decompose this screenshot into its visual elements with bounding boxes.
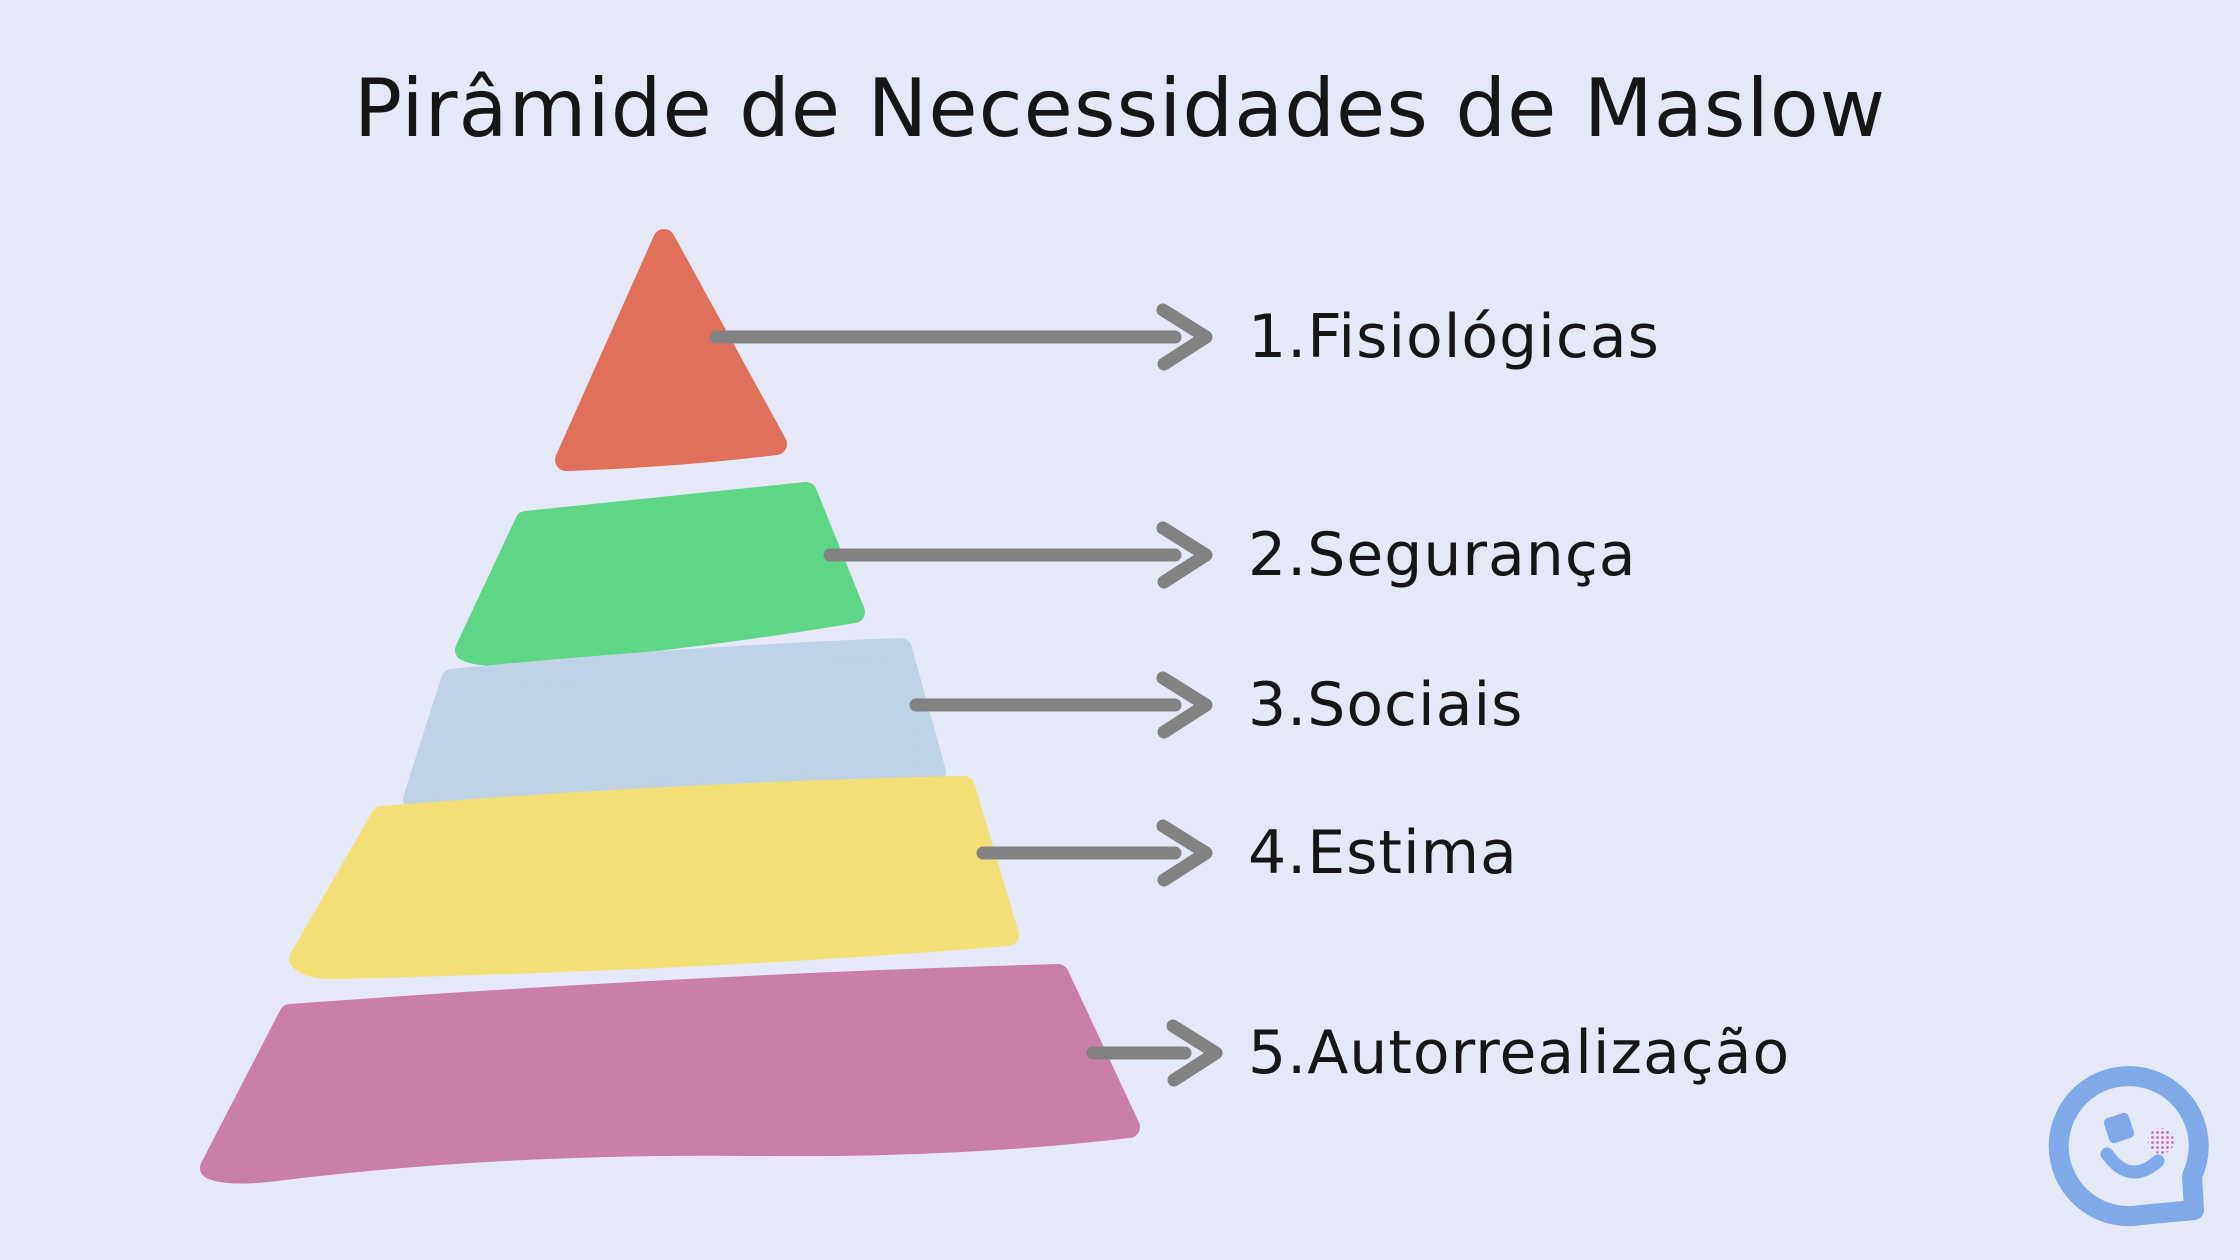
pyramid-level-2 [455,482,865,666]
page-title: Pirâmide de Necessidades de Maslow [353,62,1887,155]
chat-bubble-outline [2048,1066,2209,1227]
smiley-chat-bubble-logo [2048,1066,2209,1227]
level-label-5: 5.Autorrealização [1248,1018,1791,1088]
pyramid-level-5 [200,964,1140,1184]
arrowhead-icon [1166,1019,1223,1087]
pyramid-level-1 [555,229,787,471]
arrow-level-5 [1086,1019,1223,1087]
level-label-2: 2.Segurança [1248,520,1637,590]
arrowhead-icon [1156,521,1213,589]
smile-icon [2100,1147,2165,1179]
level-label-1: 1.Fisiológicas [1248,302,1660,372]
arrowhead-icon [1156,819,1213,887]
level-label-3: 3.Sociais [1248,670,1524,740]
arrow-level-1 [709,303,1213,371]
arrow-level-4 [976,819,1213,887]
arrowhead-icon [1156,671,1213,739]
level-label-4: 4.Estima [1248,818,1518,888]
blush-icon [2148,1128,2174,1154]
arrowhead-icon [1156,303,1213,371]
arrow-level-2 [823,521,1213,589]
eye-icon [2103,1112,2135,1144]
arrow-level-3 [909,671,1213,739]
pyramid-level-4 [289,776,1019,979]
